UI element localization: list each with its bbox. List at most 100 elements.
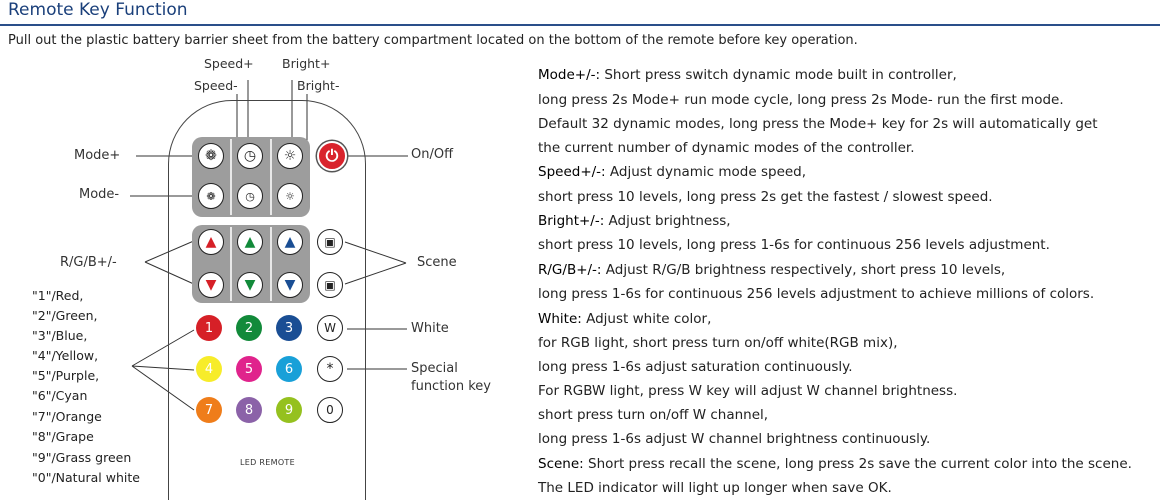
three-circles-small-icon: ❁ [206, 189, 216, 203]
key-5-button[interactable]: 5 [236, 356, 262, 382]
key-4-button[interactable]: 4 [196, 356, 222, 382]
description-text: Short press switch dynamic mode built in… [600, 67, 957, 83]
description-text: Short press recall the scene, long press… [583, 456, 1132, 472]
speed-plus-label: Speed+ [204, 56, 254, 71]
description-line: for RGB light, short press turn on/off w… [538, 335, 898, 351]
color-list-item: "4"/Yellow, [32, 348, 99, 363]
description-key: Mode+/-: [538, 67, 601, 83]
description-text: long press 1-6s adjust W channel brightn… [538, 431, 931, 447]
description-key: Scene: [538, 456, 584, 472]
panel-separator [270, 227, 272, 301]
description-key: R/G/B+/-: [538, 262, 602, 278]
special-label-line1: Special [411, 361, 458, 376]
section-title: Remote Key Function [8, 0, 188, 20]
key-2-button[interactable]: 2 [236, 315, 262, 341]
bright-minus-label: Bright- [297, 78, 340, 93]
power-button[interactable]: ⏻ [317, 141, 347, 171]
power-icon: ⏻ [325, 146, 339, 165]
rgb-label: R/G/B+/- [60, 255, 117, 270]
description-text: the current number of dynamic modes of t… [538, 140, 915, 156]
white-label: White [411, 321, 449, 336]
bright-plus-button[interactable]: ☼ [277, 143, 303, 169]
description-line: long press 2s Mode+ run mode cycle, long… [538, 92, 1064, 108]
sun-icon: ☼ [283, 148, 297, 164]
speed-minus-button[interactable]: ◷ [237, 183, 263, 209]
special-label-line2: function key [411, 379, 491, 394]
white-key-button[interactable]: W [317, 315, 343, 341]
description-key: Bright+/-: [538, 213, 605, 229]
description-text: Adjust brightness, [604, 213, 731, 229]
description-line: the current number of dynamic modes of t… [538, 140, 915, 156]
blue-plus-button[interactable]: ▲ [277, 229, 303, 255]
description-line: For RGBW light, press W key will adjust … [538, 383, 957, 399]
description-line: long press 1-6s adjust saturation contin… [538, 359, 853, 375]
color-list-item: "3"/Blue, [32, 328, 88, 343]
description-text: Adjust white color, [581, 311, 712, 327]
scene-button-1[interactable]: ▣ [317, 229, 343, 255]
mode-plus-button[interactable]: ❁ [198, 143, 224, 169]
color-list-item: "9"/Grass green [32, 450, 132, 465]
key-8-button[interactable]: 8 [236, 397, 262, 423]
description-text: The LED indicator will light up longer w… [538, 480, 892, 496]
description-text: For RGBW light, press W key will adjust … [538, 383, 958, 399]
description-text: long press 1-6s for continuous 256 level… [538, 286, 1095, 302]
mode-plus-label: Mode+ [74, 148, 121, 163]
triangle-down-icon: ▼ [244, 277, 256, 293]
color-list-item: "1"/Red, [32, 288, 84, 303]
description-text: short press 10 levels, long press 1-6s f… [538, 237, 1050, 253]
description-line: short press 10 levels, long press 1-6s f… [538, 237, 1050, 253]
mode-minus-label: Mode- [79, 187, 120, 202]
sun-small-icon: ☼ [285, 189, 295, 203]
description-key: Speed+/-: [538, 164, 606, 180]
key-9-button[interactable]: 9 [276, 397, 302, 423]
key-3-button[interactable]: 3 [276, 315, 302, 341]
title-divider [0, 24, 1160, 26]
description-text: for RGB light, short press turn on/off w… [538, 335, 898, 351]
triangle-down-icon: ▼ [284, 277, 296, 293]
special-key-button[interactable]: * [317, 356, 343, 382]
film-icon: ▣ [324, 278, 336, 292]
key-6-button[interactable]: 6 [276, 356, 302, 382]
key-0-button[interactable]: 0 [317, 397, 343, 423]
mode-minus-button[interactable]: ❁ [198, 183, 224, 209]
description-line: Speed+/-: Adjust dynamic mode speed, [538, 164, 806, 180]
color-list-item: "0"/Natural white [32, 470, 140, 485]
blue-minus-button[interactable]: ▼ [277, 272, 303, 298]
description-line: White: Adjust white color, [538, 311, 711, 327]
triangle-up-icon: ▲ [284, 234, 296, 250]
key-1-button[interactable]: 1 [196, 315, 222, 341]
intro-text: Pull out the plastic battery barrier she… [8, 33, 858, 48]
green-minus-button[interactable]: ▼ [237, 272, 263, 298]
description-text: short press turn on/off W channel, [538, 407, 769, 423]
remote-brand-label: LED REMOTE [240, 458, 295, 467]
key-7-button[interactable]: 7 [196, 397, 222, 423]
panel-separator [230, 227, 232, 301]
color-list-item: "8"/Grape [32, 429, 94, 444]
panel-separator [230, 139, 232, 215]
description-text: Adjust R/G/B brightness respectively, sh… [601, 262, 1006, 278]
bright-minus-button[interactable]: ☼ [277, 183, 303, 209]
description-line: Scene: Short press recall the scene, lon… [538, 456, 1132, 472]
description-text: short press 10 levels, long press 2s get… [538, 189, 993, 205]
red-plus-button[interactable]: ▲ [198, 229, 224, 255]
speed-minus-label: Speed- [194, 78, 238, 93]
three-circles-icon: ❁ [205, 148, 217, 164]
description-key: White: [538, 311, 582, 327]
red-minus-button[interactable]: ▼ [198, 272, 224, 298]
green-plus-button[interactable]: ▲ [237, 229, 263, 255]
triangle-down-icon: ▼ [205, 277, 217, 293]
triangle-up-icon: ▲ [205, 234, 217, 250]
description-line: R/G/B+/-: Adjust R/G/B brightness respec… [538, 262, 1005, 278]
description-line: long press 1-6s adjust W channel brightn… [538, 431, 930, 447]
speedometer-icon: ◷ [243, 148, 257, 164]
triangle-up-icon: ▲ [244, 234, 256, 250]
panel-separator [270, 139, 272, 215]
remote-body [168, 100, 366, 500]
scene-button-2[interactable]: ▣ [317, 272, 343, 298]
description-text: long press 2s Mode+ run mode cycle, long… [538, 92, 1064, 108]
description-text: Default 32 dynamic modes, long press the… [538, 116, 1098, 132]
speed-plus-button[interactable]: ◷ [237, 143, 263, 169]
description-line: short press turn on/off W channel, [538, 407, 768, 423]
film-icon: ▣ [324, 235, 336, 249]
on-off-label: On/Off [411, 147, 454, 162]
